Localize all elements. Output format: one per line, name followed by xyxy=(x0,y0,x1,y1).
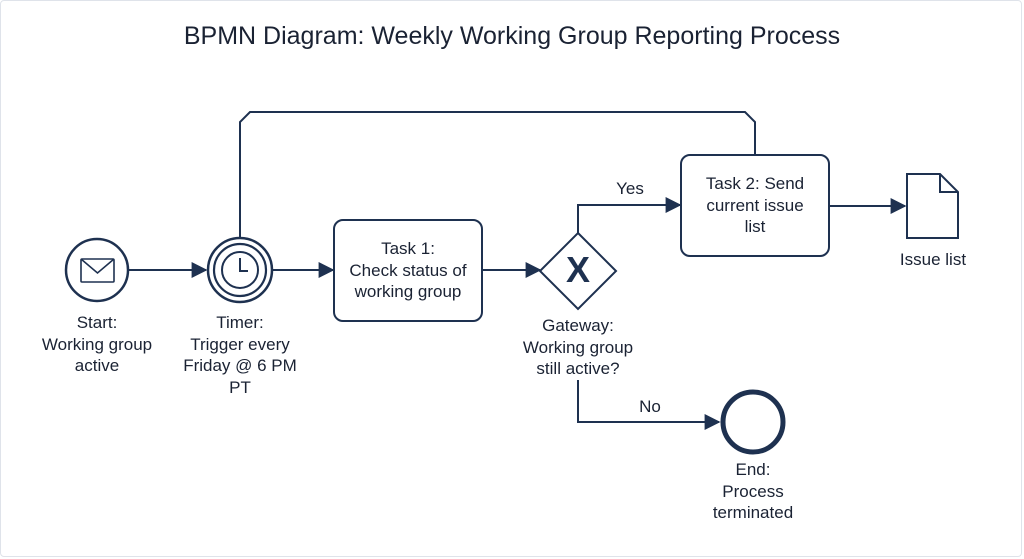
task1-box xyxy=(333,219,483,322)
timer-event-label: Timer: Trigger every Friday @ 6 PM PT xyxy=(183,313,297,397)
task1-label: Task 1: Check status of working group xyxy=(349,239,467,302)
start-event xyxy=(64,237,130,303)
yes-flow-label: Yes xyxy=(616,179,644,198)
diagram-title: BPMN Diagram: Weekly Working Group Repor… xyxy=(183,22,841,50)
clock-icon xyxy=(221,251,259,289)
end-event-label: End: Process terminated xyxy=(712,460,794,522)
flow-timer-loop-to-task2 xyxy=(239,111,756,238)
gateway-marker: X xyxy=(565,249,590,290)
end-event xyxy=(720,389,786,455)
gateway-label: Gateway: Working group still active? xyxy=(522,316,634,378)
envelope-icon xyxy=(80,258,115,283)
document-icon xyxy=(906,173,959,239)
flow-gateway-no-to-end xyxy=(577,380,721,430)
task2-box xyxy=(680,154,830,257)
start-event-label: Start: Working group active xyxy=(41,313,153,375)
task2-label: Task 2: Send current issue list xyxy=(705,174,805,237)
issue-list-label: Issue list xyxy=(899,250,967,269)
no-flow-label: No xyxy=(639,397,661,416)
exclusive-gateway xyxy=(538,231,618,311)
timer-event xyxy=(206,236,274,304)
flow-gateway-yes-to-task2 xyxy=(577,197,682,233)
